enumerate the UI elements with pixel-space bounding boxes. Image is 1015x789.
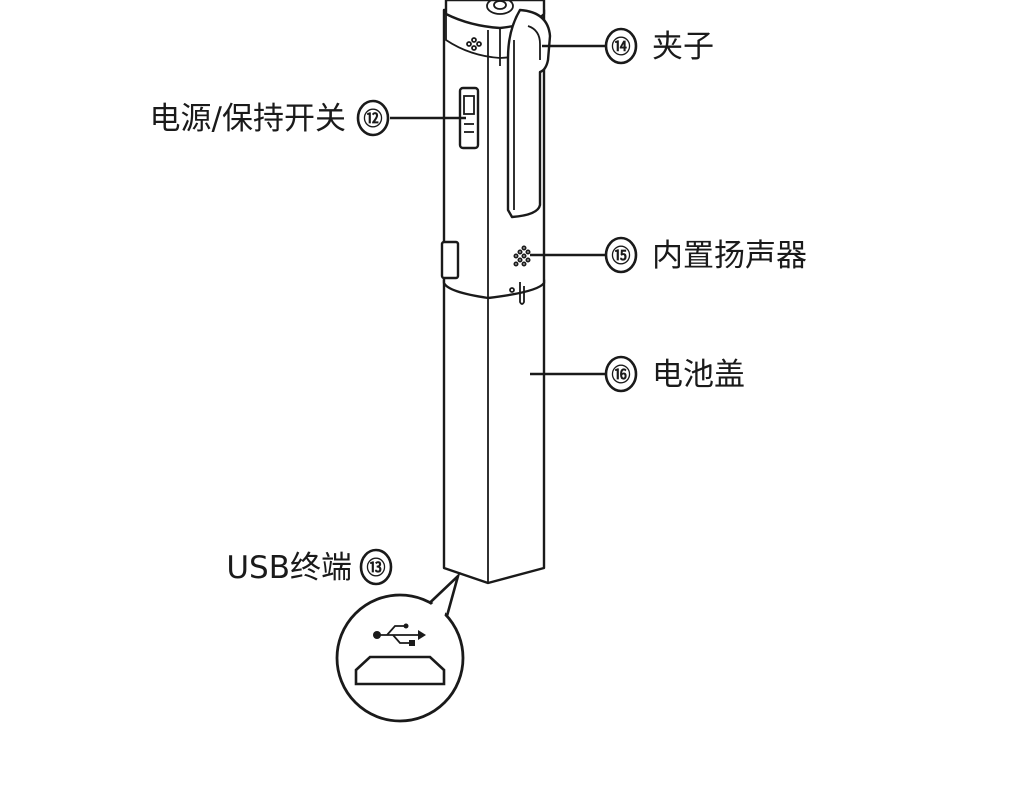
svg-text:⑬: ⑬ <box>366 556 385 579</box>
label-clip: 夹子 <box>652 29 714 65</box>
usb-port-detail-bubble <box>335 571 465 723</box>
microphone-icon <box>466 37 482 51</box>
label-power-hold-switch: 电源/保持开关 <box>150 101 346 137</box>
callout-number-15: ⑮ <box>604 236 638 274</box>
callout-number-14: ⑭ <box>604 27 638 65</box>
callout-number-16: ⑯ <box>604 355 638 393</box>
callout-number-12: ⑫ <box>356 99 390 137</box>
callout-number-13: ⑬ <box>359 548 393 586</box>
label-usb-terminal: USB终端 <box>226 550 352 586</box>
label-built-in-speaker: 内置扬声器 <box>652 238 807 274</box>
side-tab <box>440 240 460 280</box>
strap-hole <box>509 282 525 305</box>
svg-text:⑫: ⑫ <box>363 107 382 130</box>
top-button <box>486 0 514 15</box>
svg-text:⑮: ⑮ <box>611 244 630 267</box>
speaker-grille-icon <box>513 245 531 267</box>
svg-text:⑭: ⑭ <box>611 35 630 58</box>
usb-symbol-icon <box>373 623 426 646</box>
svg-text:⑯: ⑯ <box>611 363 630 386</box>
clip <box>506 8 552 219</box>
micro-usb-port <box>354 655 446 686</box>
label-battery-cover: 电池盖 <box>652 357 745 393</box>
